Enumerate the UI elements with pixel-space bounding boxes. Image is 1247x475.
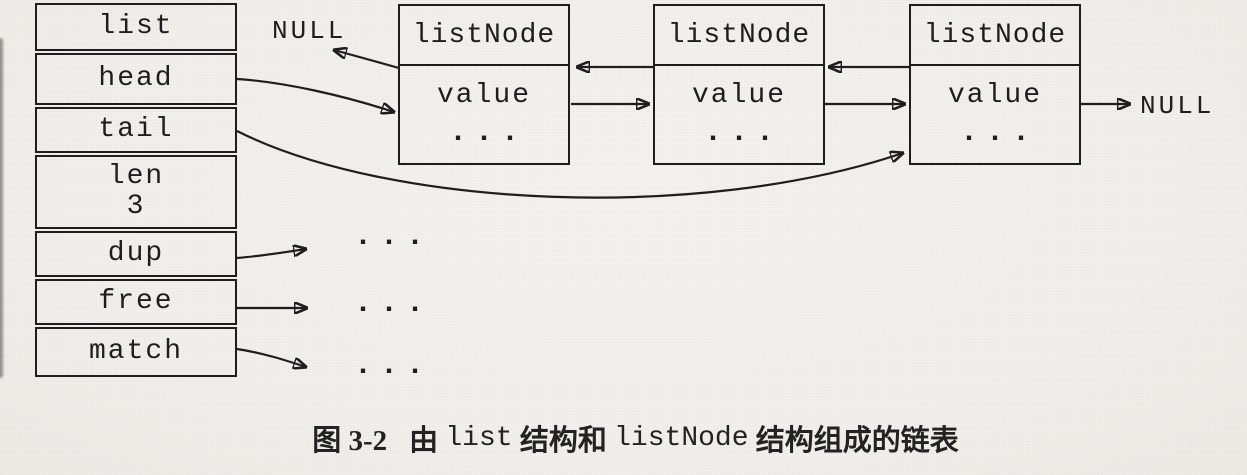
figure-caption: 图 3-2 由 list 结构和 listNode 结构组成的链表 [0,416,1247,460]
node1-prev-null-arrow [334,50,400,70]
list-struct-row-len: len 3 [35,155,237,229]
row-label: head [98,63,174,94]
head-pointer-arrow [236,77,394,112]
list-struct-row-free: free [35,279,237,325]
match-target-ellipsis: ... [354,349,433,383]
list-struct-row-match: match [35,327,237,377]
dup-pointer-arrow [236,249,306,260]
list-struct-table: list head tail len 3 dup free match [35,3,237,377]
node-value-label: value [947,80,1042,111]
list-struct-row-head: head [35,53,237,105]
caption-code-list: list [445,422,513,454]
list-struct-row-dup: dup [35,231,237,277]
row-label: tail [98,114,174,145]
node-ellipsis: ... [448,116,527,150]
caption-text: 由 [409,425,446,457]
listnode-box-3: listNode value ... [909,4,1081,165]
row-label: free [98,286,174,317]
node-value-label: value [691,80,786,111]
row-label: match [88,336,183,367]
listnode-box-2: listNode value ... [653,4,825,165]
node-value-label: value [436,80,531,111]
node-ellipsis: ... [959,116,1038,150]
match-pointer-arrow [236,347,306,367]
caption-text: 结构和 [512,425,615,457]
list-struct-row-tail: tail [35,107,237,153]
scan-edge-artifact [0,38,3,378]
row-label: list [98,11,174,42]
figure-number: 图 3-2 [312,425,388,457]
free-target-ellipsis: ... [354,287,433,321]
listnode-title: listNode [655,6,823,66]
caption-code-listnode: listNode [614,422,749,454]
node-ellipsis: ... [703,116,782,150]
row-label: dup [107,238,165,269]
row-value: 3 [126,191,146,222]
null-label-left: NULL [272,16,347,46]
listnode-box-1: listNode value ... [398,4,570,165]
list-struct-row-list: list [35,3,237,51]
row-label: len [107,161,165,192]
null-label-right: NULL [1140,91,1215,121]
dup-target-ellipsis: ... [354,220,433,254]
listnode-title: listNode [911,6,1079,66]
caption-text: 结构组成的链表 [748,425,959,457]
listnode-title: listNode [400,6,568,66]
